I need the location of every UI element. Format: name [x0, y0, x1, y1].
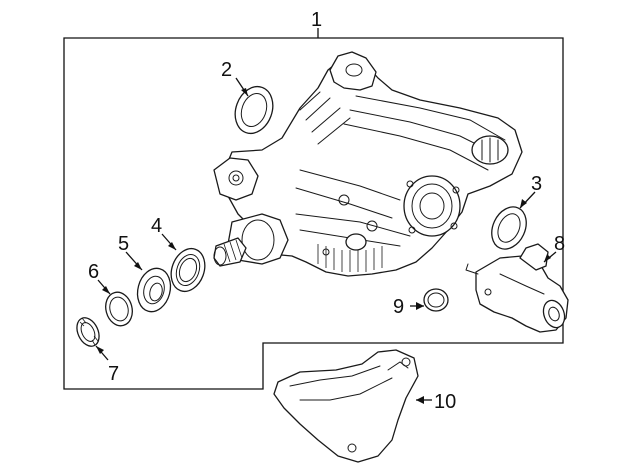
callout-1: 1 [311, 9, 322, 31]
callout-3: 3 [531, 173, 542, 195]
callout-8: 8 [554, 233, 565, 255]
flange-seal-icon [136, 267, 172, 313]
leader-arrowheads [96, 88, 551, 404]
o-ring-icon [423, 288, 449, 312]
actuator-motor-icon [465, 243, 569, 333]
callout-5: 5 [118, 233, 129, 255]
callout-4: 4 [151, 215, 162, 237]
seal-ring-icon [491, 206, 527, 250]
snap-ring-icon [76, 317, 100, 347]
callout-7: 7 [108, 363, 119, 385]
differential-assembly-icon [213, 51, 523, 277]
seal-ring-icon [234, 85, 274, 135]
callout-6: 6 [88, 261, 99, 283]
callout-10: 10 [434, 391, 456, 413]
callout-9: 9 [393, 296, 404, 318]
o-ring-icon [105, 291, 133, 327]
seal-ring-icon [170, 247, 206, 293]
assembly-boundary [63, 37, 564, 390]
callout-2: 2 [221, 59, 232, 81]
heat-shield-icon [273, 349, 419, 463]
